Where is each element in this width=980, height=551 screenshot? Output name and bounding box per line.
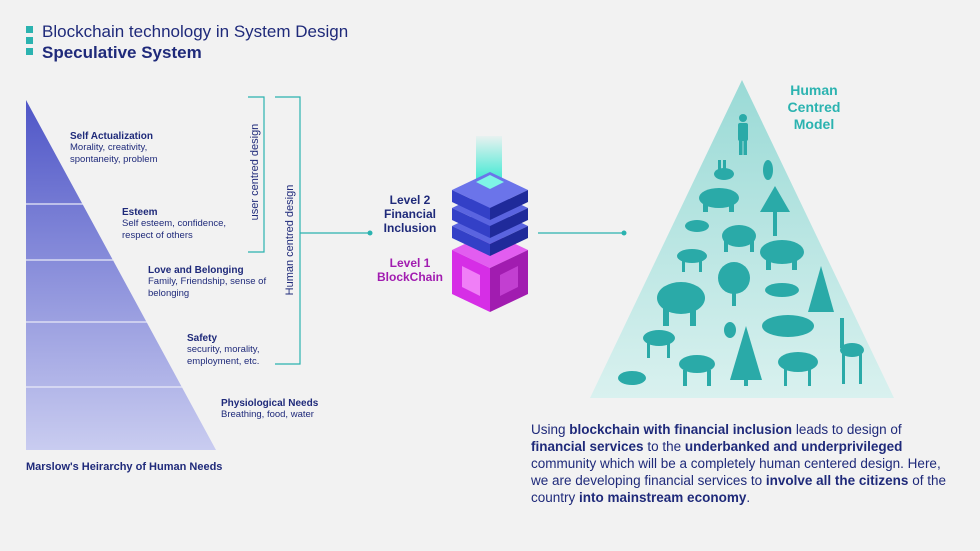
- para-emphasis: underbanked and underprivileged: [684, 439, 903, 454]
- para-emphasis: financial services: [531, 439, 644, 454]
- pyramid-caption: Marslow's Heirarchy of Human Needs: [26, 461, 223, 473]
- connector-dot-left: [367, 230, 373, 236]
- level-desc-line: Morality, creativity,: [70, 142, 148, 153]
- para-emphasis: blockchain with financial inclusion: [569, 422, 793, 437]
- level-love-belonging: Love and Belonging Family, Friendship, s…: [148, 265, 266, 300]
- level-title: Safety: [187, 333, 218, 344]
- model-title-line: Human Centred: [787, 82, 841, 115]
- model-title-line: Model: [793, 116, 835, 132]
- bracket-user-centred: [248, 96, 265, 253]
- level1-line: Level 1: [389, 256, 431, 270]
- connector-dot-right: [621, 230, 627, 236]
- model-title: Human Centred Model: [764, 82, 864, 133]
- para-text: Using: [531, 422, 570, 437]
- level-title: Love and Belonging: [148, 265, 244, 276]
- para-emphasis: involve all the citizens: [765, 473, 909, 488]
- para-text: community which will be a completely hum…: [531, 456, 941, 488]
- header-marker-2: [26, 37, 33, 44]
- maslow-pyramid: [26, 100, 216, 450]
- level-desc-line: Self esteem, confidence,: [122, 218, 227, 229]
- level-title: Physiological Needs: [221, 398, 319, 409]
- level-desc-line: Breathing, food, water: [221, 409, 314, 420]
- level2-line: Inclusion: [383, 221, 437, 235]
- para-text: to the: [643, 439, 685, 454]
- level1-line: BlockChain: [376, 270, 443, 284]
- header-marker-3: [26, 48, 33, 55]
- level-title: Esteem: [122, 207, 158, 218]
- para-emphasis: into mainstream economy: [579, 490, 747, 505]
- page-title: Blockchain technology in System Design: [42, 22, 349, 41]
- pyramid-dividers: [26, 203, 182, 388]
- level2-line: Level 2: [389, 193, 431, 207]
- para-text: leads to design of: [792, 422, 902, 437]
- page-subtitle: Speculative System: [42, 43, 202, 62]
- label-user-centred-design: user centred design: [249, 123, 261, 221]
- para-text: .: [746, 490, 751, 505]
- level-esteem: Esteem Self esteem, confidence, respect …: [122, 207, 226, 242]
- label-level2: Level 2 Financial Inclusion: [378, 193, 442, 235]
- level-desc-line: belonging: [148, 288, 190, 299]
- para-text: of the country: [531, 473, 946, 505]
- level-safety: Safety security, morality, employment, e…: [187, 333, 260, 368]
- level-desc-line: spontaneity, problem: [70, 154, 158, 165]
- level-desc-line: employment, etc.: [187, 356, 260, 367]
- label-human-centred-design: Human centred design: [284, 184, 296, 296]
- level-title: Self Actualization: [70, 131, 153, 142]
- level-desc-line: respect of others: [122, 230, 193, 241]
- description-paragraph: Using blockchain with financial inclusio…: [531, 421, 951, 506]
- level-self-actualization: Self Actualization Morality, creativity,…: [70, 131, 158, 166]
- level2-line: Financial: [383, 207, 436, 221]
- header-marker-1: [26, 26, 33, 33]
- level-physiological: Physiological Needs Breathing, food, wat…: [221, 398, 318, 421]
- animal-silhouettes: [618, 114, 864, 386]
- level-desc-line: security, morality,: [187, 344, 260, 355]
- level-desc-line: Family, Friendship, sense of: [148, 276, 267, 287]
- bracket-human-centred: [275, 96, 301, 365]
- label-level1: Level 1 BlockChain: [374, 256, 446, 284]
- blockchain-stack-illustration: [452, 136, 528, 312]
